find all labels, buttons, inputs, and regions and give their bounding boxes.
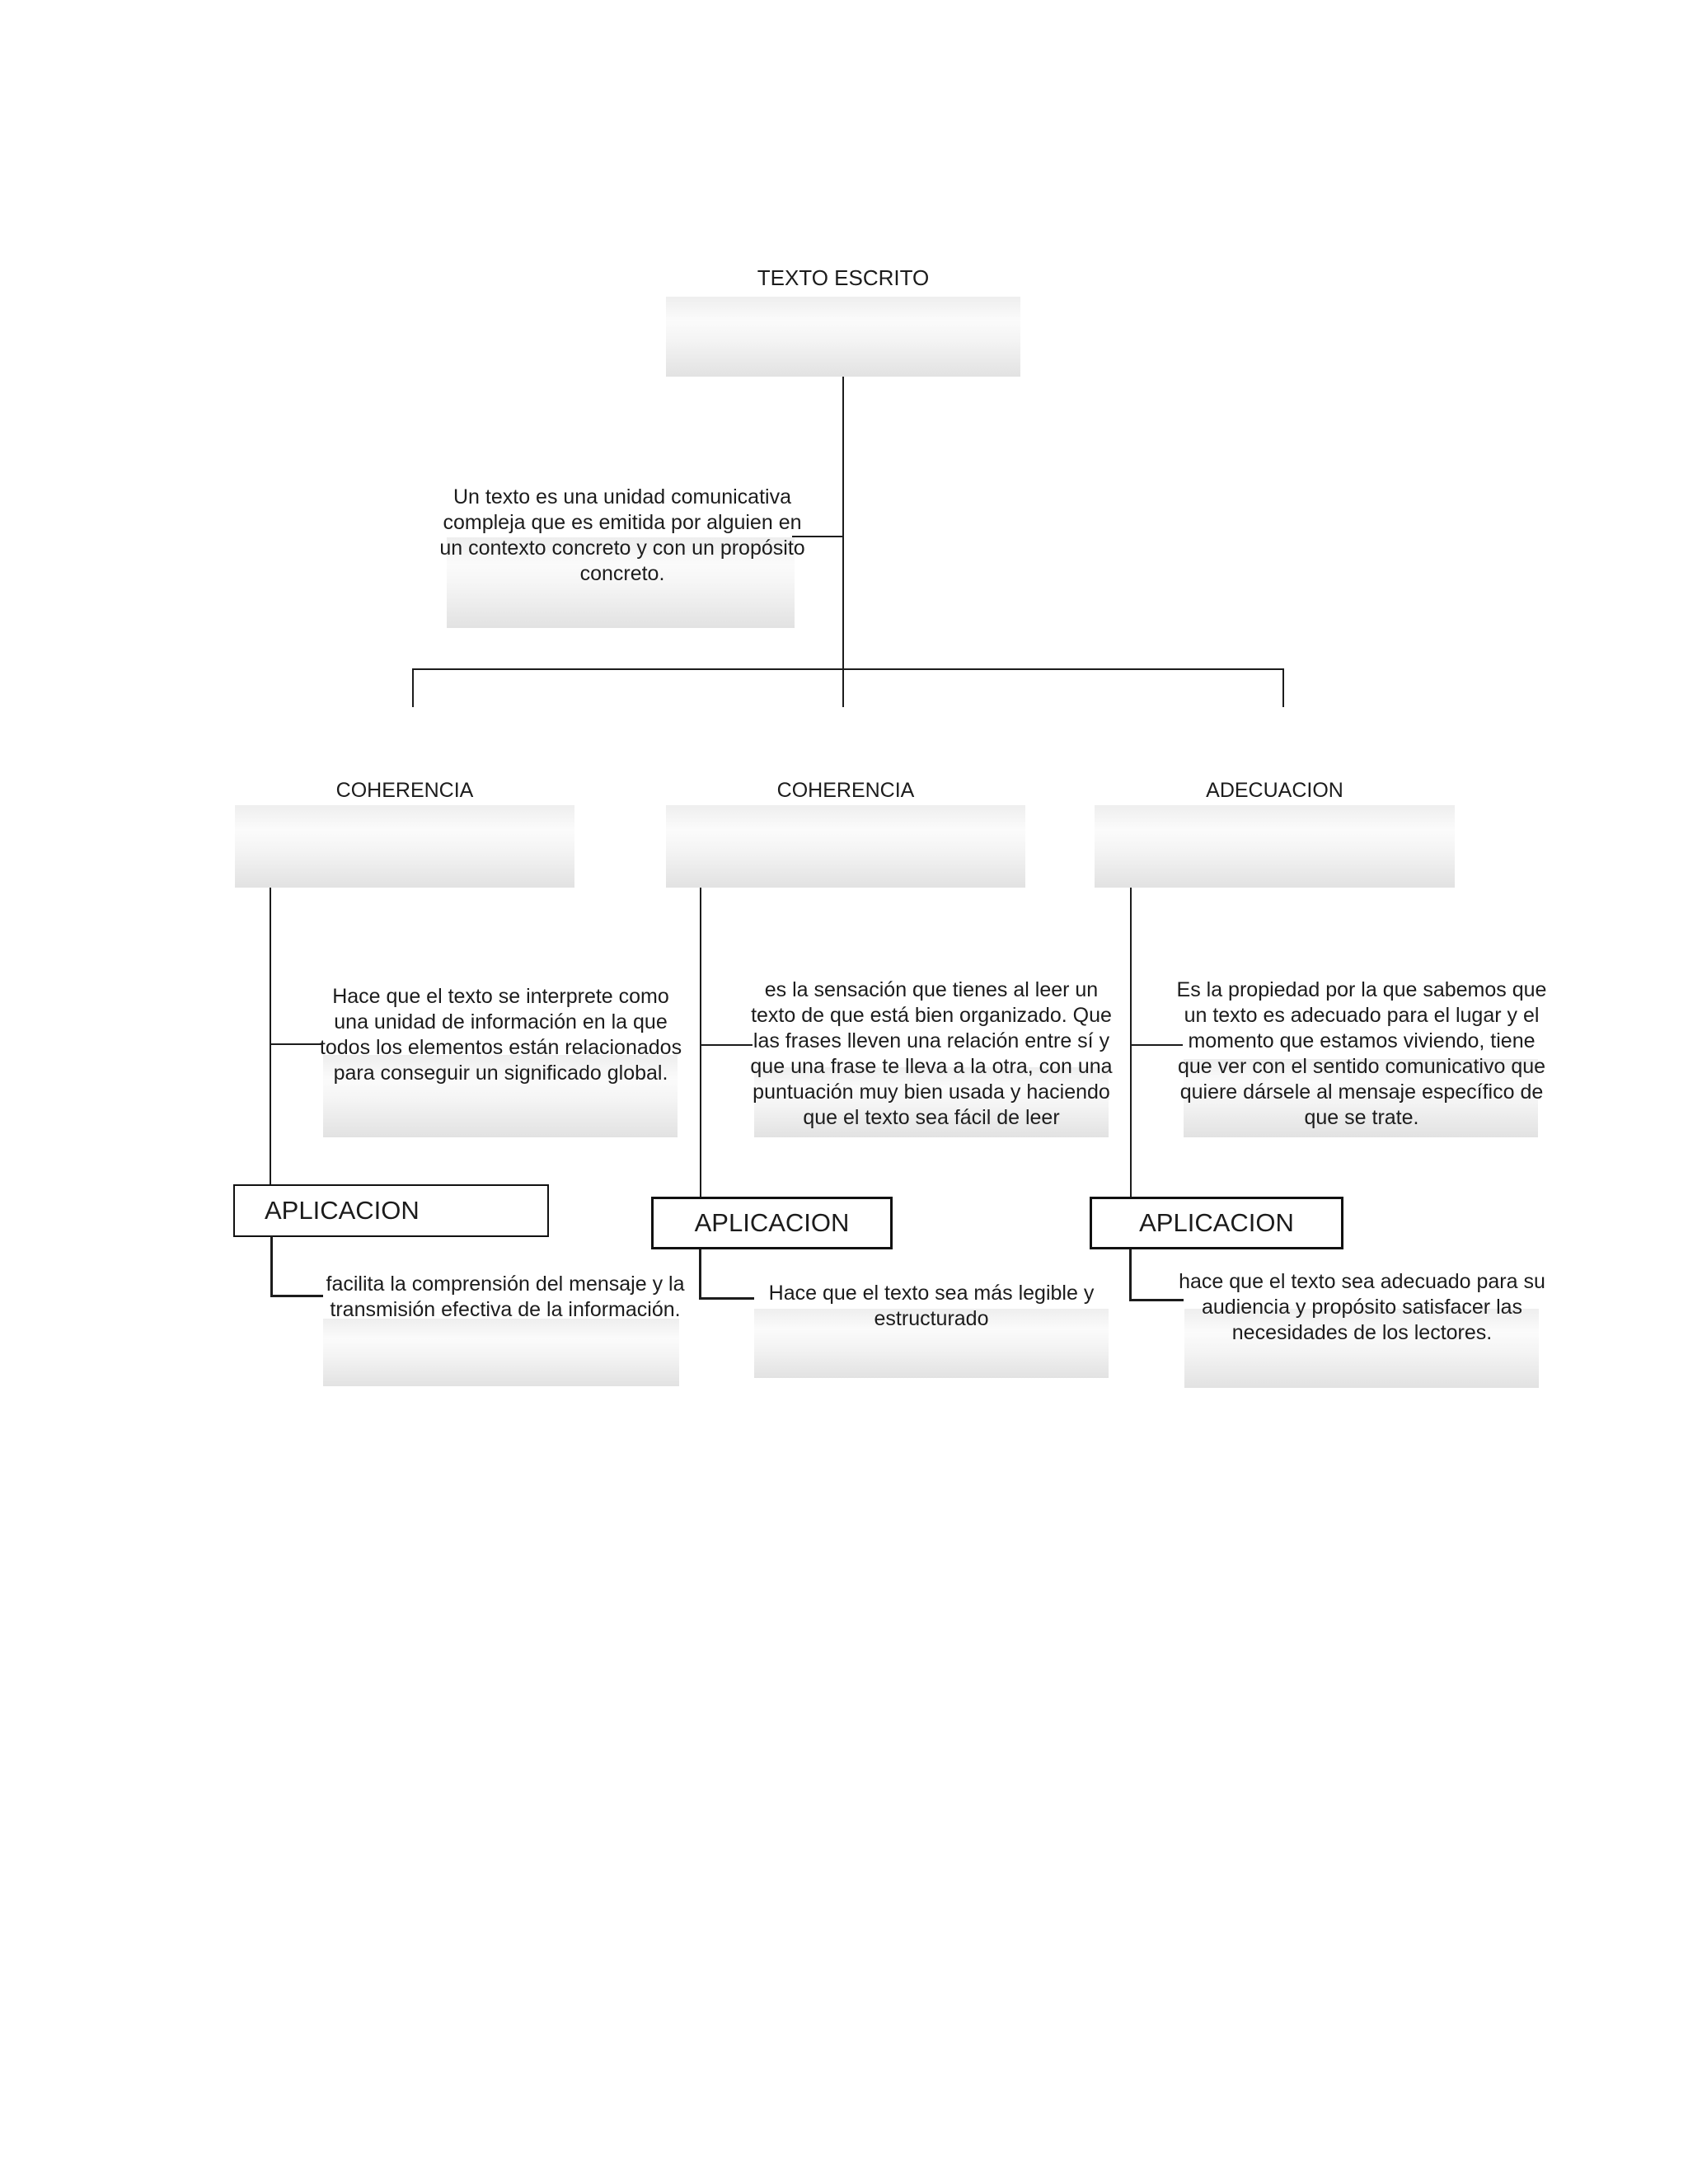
connector-bracket-drop-center [842,668,844,707]
connector-col1-bottom-horizontal [270,1295,323,1297]
connector-col2-description [701,1044,753,1046]
application-description-box-col1 [323,1319,679,1386]
definition-note-box [447,537,795,628]
connector-root-vertical [842,377,844,670]
root-node-title: TEXTO ESCRITO [757,265,930,290]
header-box-coherencia-1 [235,805,574,888]
connector-col1-vertical [270,888,271,1184]
connector-col3-description [1132,1044,1183,1046]
root-node-box [666,297,1020,377]
connector-bracket-drop-left [412,668,414,707]
description-box-col1 [323,1055,678,1137]
connector-definition [792,536,843,537]
description-text-col3: Es la propiedad por la que sabemos que u… [1176,978,1547,1129]
connector-bracket-horizontal [412,668,1284,670]
application-label-col3: APLICACION [1139,1208,1294,1237]
description-text-col1: Hace que el texto se interprete como una… [319,985,682,1085]
application-description-text-col2: Hace que el texto sea más legible y estr… [768,1282,1095,1330]
header-label-coherencia-2: COHERENCIA [776,779,915,802]
connector-col3-vertical [1130,888,1132,1197]
application-box-col3: APLICACION [1090,1197,1343,1249]
description-box-col3 [1184,1059,1538,1137]
description-text-col2: es la sensación que tienes al leer un te… [750,978,1113,1129]
application-box-col2: APLICACION [651,1197,893,1249]
application-description-text-col3: hace que el texto sea adecuado para su a… [1179,1270,1545,1344]
connector-col2-vertical [700,888,701,1197]
connector-col1-bottom-vertical [270,1235,273,1297]
connector-bracket-drop-right [1282,668,1284,707]
application-box-col1: APLICACION [233,1184,549,1237]
connector-col2-bottom-vertical [699,1249,701,1300]
connector-col1-description [271,1043,322,1045]
header-box-adecuacion [1095,805,1455,888]
header-label-adecuacion: ADECUACION [1206,779,1343,802]
connector-col3-bottom-horizontal [1129,1299,1184,1301]
application-description-box-col3 [1184,1309,1539,1388]
header-box-coherencia-2 [666,805,1025,888]
application-label-col2: APLICACION [694,1208,850,1237]
connector-col2-bottom-horizontal [699,1297,754,1300]
application-label-col1: APLICACION [265,1196,420,1225]
application-description-box-col2 [754,1309,1109,1378]
application-description-text-col1: facilita la comprensión del mensaje y la… [326,1272,685,1321]
connector-col3-bottom-vertical [1129,1249,1132,1301]
definition-note-text: Un texto es una unidad comunicativa comp… [439,485,805,585]
description-box-col2 [754,1067,1109,1137]
header-label-coherencia-1: COHERENCIA [335,779,474,802]
